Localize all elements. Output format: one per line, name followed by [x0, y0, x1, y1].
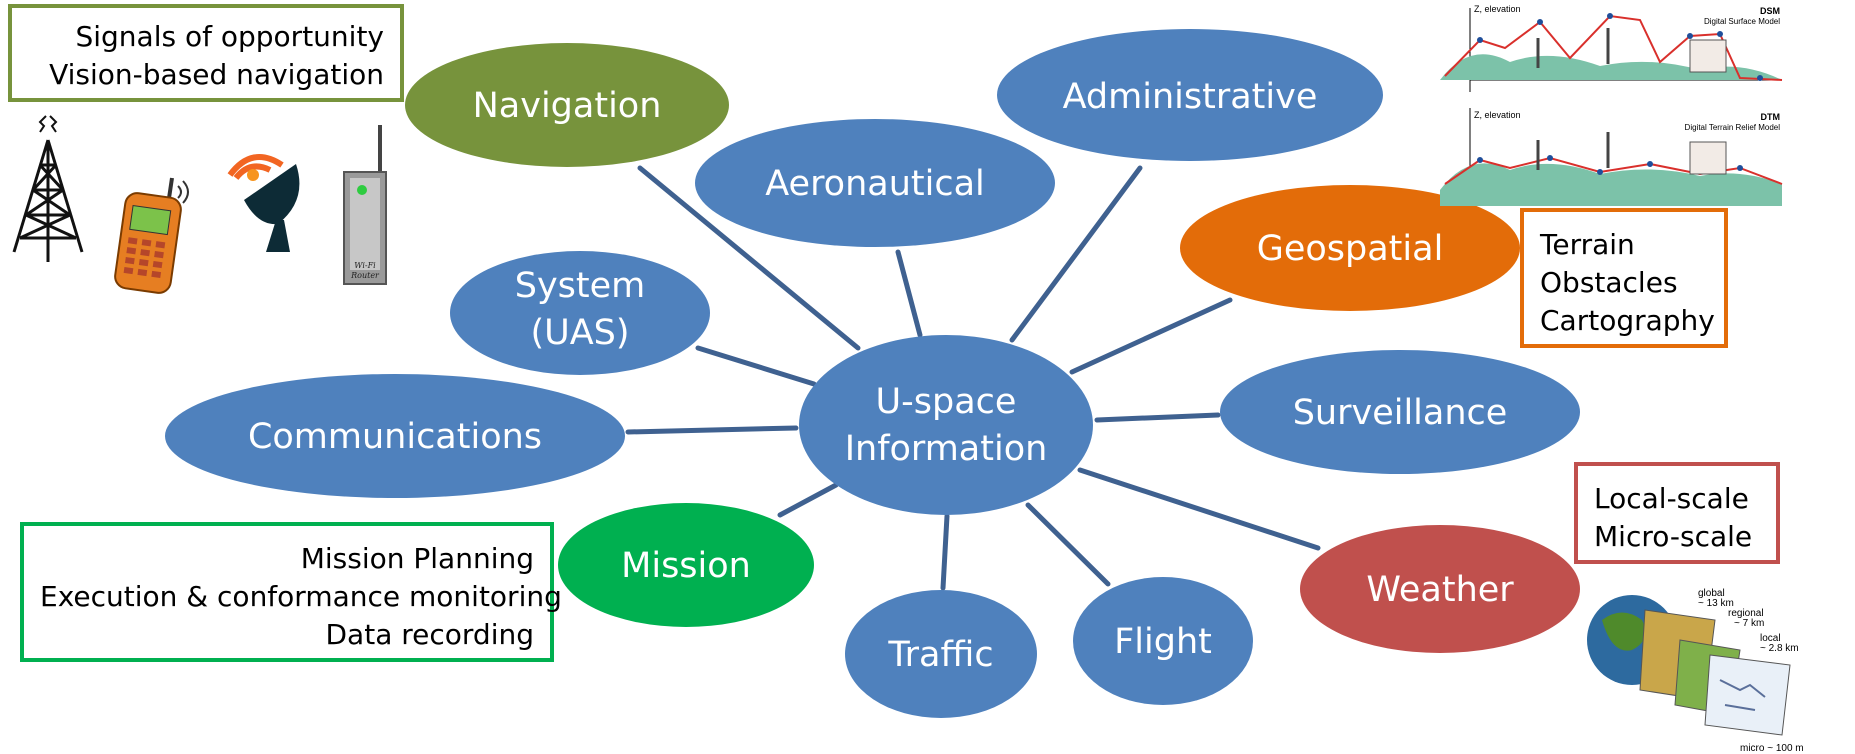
- weather-callout-line-1: Local-scale: [1594, 482, 1749, 515]
- geospatial-callout-line-2: Obstacles: [1540, 266, 1678, 299]
- weather-global-res: ~ 13 km: [1698, 598, 1734, 609]
- center-label-line1: U-space: [876, 382, 1017, 422]
- dsm-title: DSM: [1760, 6, 1780, 16]
- geospatial-callout: Terrain Obstacles Cartography: [1520, 208, 1728, 348]
- node-system-label-line2: (UAS): [530, 313, 629, 353]
- node-weather-label: Weather: [1366, 570, 1514, 610]
- connector-weather: [1077, 467, 1321, 551]
- node-aeronautical-label: Aeronautical: [765, 164, 985, 204]
- dtm-title: DTM: [1761, 112, 1781, 122]
- node-navigation: Navigation: [405, 43, 729, 167]
- center-label-line2: Information: [845, 429, 1048, 469]
- dsm-dtm-figure: Z, elevation DSM Digital Surface Model Z…: [1440, 4, 1783, 206]
- weather-regional-res: ~ 7 km: [1734, 618, 1764, 629]
- node-flight-label: Flight: [1114, 622, 1212, 662]
- node-center: U-space Information: [799, 335, 1093, 515]
- node-traffic: Traffic: [845, 590, 1037, 718]
- connector-navigation: [637, 165, 861, 351]
- node-geospatial: Geospatial: [1180, 185, 1520, 311]
- connector-geospatial: [1069, 297, 1233, 375]
- node-communications-label: Communications: [248, 417, 542, 457]
- dsm-subtitle: Digital Surface Model: [1704, 17, 1780, 26]
- router-label-1: Wi-Fi: [354, 261, 376, 270]
- connector-traffic: [940, 513, 950, 591]
- node-weather: Weather: [1300, 525, 1580, 653]
- connector-administrative: [1009, 165, 1143, 343]
- wifi-router-icon: Wi-Fi Router: [343, 125, 387, 285]
- connector-flight: [1025, 502, 1111, 587]
- dsm-axis-label: Z, elevation: [1474, 4, 1521, 14]
- weather-local-res: ~ 2.8 km: [1760, 643, 1799, 654]
- router-label-2: Router: [350, 271, 380, 280]
- connector-aeronautical: [895, 249, 923, 338]
- node-surveillance: Surveillance: [1220, 350, 1580, 474]
- weather-global-label: global: [1698, 588, 1725, 599]
- node-mission: Mission: [558, 503, 814, 627]
- node-communications: Communications: [165, 374, 625, 498]
- geospatial-callout-line-3: Cartography: [1540, 304, 1715, 337]
- dtm-axis-label: Z, elevation: [1474, 110, 1521, 120]
- node-flight: Flight: [1073, 577, 1253, 705]
- node-administrative: Administrative: [997, 29, 1383, 161]
- connector-surveillance: [1094, 412, 1221, 423]
- weather-callout-line-2: Micro-scale: [1594, 520, 1753, 553]
- node-system-label-line1: System: [515, 266, 646, 306]
- dsm-panel: Z, elevation DSM Digital Surface Model: [1440, 4, 1783, 92]
- connector-communications: [625, 425, 799, 435]
- connector-system: [695, 345, 817, 387]
- node-mission-label: Mission: [621, 546, 751, 586]
- node-geospatial-label: Geospatial: [1257, 229, 1444, 269]
- mobile-phone-icon: [114, 177, 189, 294]
- weather-scale-figure: global ~ 13 km regional ~ 7 km local ~ 2…: [1587, 588, 1804, 754]
- navigation-callout-line-2: Vision-based navigation: [49, 58, 384, 91]
- dtm-panel: Z, elevation DTM Digital Terrain Relief …: [1440, 108, 1783, 206]
- geospatial-callout-line-1: Terrain: [1540, 228, 1635, 261]
- connector-mission: [777, 482, 839, 518]
- mission-callout-line-2: Execution & conformance monitoring: [40, 580, 562, 613]
- connectors: [625, 165, 1321, 591]
- mission-callout: Mission Planning Execution & conformance…: [20, 522, 562, 662]
- node-administrative-label: Administrative: [1063, 77, 1318, 117]
- node-traffic-label: Traffic: [887, 635, 993, 675]
- node-aeronautical: Aeronautical: [695, 119, 1055, 247]
- satellite-dish-icon: [227, 154, 300, 252]
- weather-callout: Local-scale Micro-scale: [1574, 462, 1780, 564]
- navigation-callout-line-1: Signals of opportunity: [75, 20, 384, 53]
- weather-regional-label: regional: [1728, 608, 1764, 619]
- mission-callout-line-3: Data recording: [325, 618, 535, 651]
- node-navigation-label: Navigation: [473, 86, 662, 126]
- weather-micro-label: micro ~ 100 m: [1740, 743, 1804, 754]
- node-surveillance-label: Surveillance: [1293, 393, 1508, 433]
- navigation-callout: Signals of opportunity Vision-based navi…: [8, 4, 404, 102]
- node-system: System (UAS): [450, 251, 710, 375]
- radio-tower-icon: [12, 115, 84, 262]
- dtm-subtitle: Digital Terrain Relief Model: [1685, 123, 1781, 132]
- mission-callout-line-1: Mission Planning: [300, 542, 534, 575]
- weather-local-label: local: [1760, 633, 1781, 644]
